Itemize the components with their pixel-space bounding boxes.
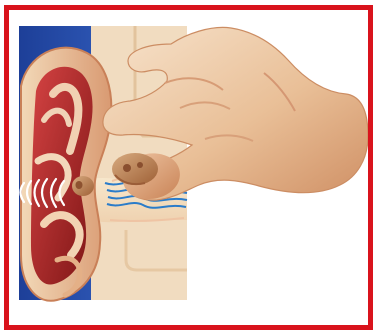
hearing-aid-port-left xyxy=(76,181,83,189)
hearing-aid-held xyxy=(112,153,158,185)
hearing-aid-illustration xyxy=(9,10,368,325)
picture-frame xyxy=(4,5,373,330)
hearing-aid-port-2 xyxy=(137,162,143,168)
hearing-aid-in-canal xyxy=(72,176,94,196)
hearing-aid-port-1 xyxy=(123,164,131,172)
